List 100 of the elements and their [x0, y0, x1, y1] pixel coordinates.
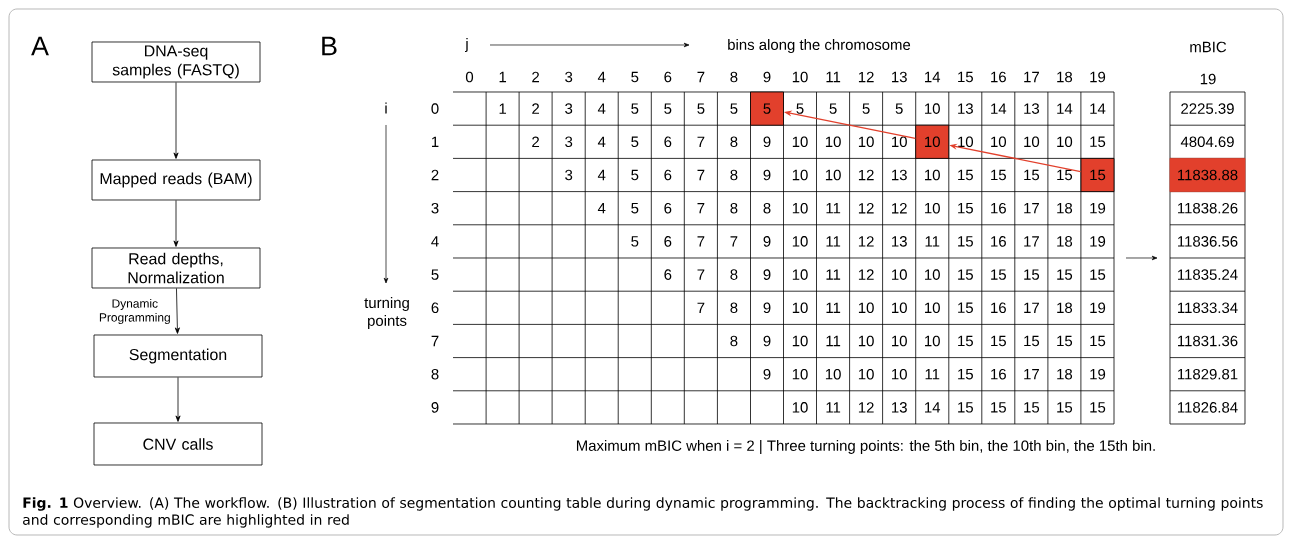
column-number: 6	[664, 71, 672, 83]
table-cell: 5	[664, 103, 672, 114]
table-cell: 2	[532, 136, 539, 147]
table-cell: 13	[892, 402, 907, 413]
table-note: Maximum mBIC when i = 2 | Three turning points: the 5th bin, the 10th bin, the 15th bin.	[576, 440, 1155, 454]
table-cell: 9	[763, 169, 771, 181]
table-cell: 8	[730, 202, 738, 214]
table-cell: 7	[730, 236, 738, 247]
axis-label: turning points	[364, 297, 409, 329]
column-number: 17	[1024, 71, 1039, 83]
table-cell: 10	[1024, 136, 1040, 148]
table-cell: 5	[631, 236, 639, 247]
table-cell: 11833.34	[1178, 302, 1238, 314]
table-cell: 10	[925, 202, 940, 214]
table-cell: 18	[1057, 236, 1073, 247]
table-cell: 11	[925, 369, 940, 380]
table-cell: 15	[958, 302, 973, 313]
axis-label: j	[465, 38, 468, 52]
table-cell: 15	[958, 269, 973, 280]
table-cell: 19	[1090, 236, 1106, 247]
table-cell: 13	[892, 169, 907, 181]
table-cell: 12	[858, 236, 874, 247]
table-cell: 10	[792, 368, 808, 380]
table-cell: 10	[792, 402, 808, 413]
table-cell: 9	[763, 302, 771, 314]
table-cell: 10	[792, 169, 808, 181]
table-cell: 7	[697, 203, 705, 214]
table-cell: 11829.81	[1178, 368, 1238, 380]
table-cell: 10	[825, 368, 841, 380]
column-number: 16	[991, 71, 1006, 83]
column-number: 19	[1090, 71, 1106, 83]
table-cell: 10	[792, 302, 808, 314]
table-cell: 18	[1057, 202, 1073, 214]
table-cell: 11836.56	[1178, 236, 1238, 247]
table-cell: 11	[826, 269, 841, 280]
table-cell: 16	[991, 202, 1006, 214]
axis-label: i	[385, 102, 387, 114]
process-box: Segmentation	[93, 334, 263, 378]
table-cell: 11	[826, 402, 841, 413]
table-cell: 6	[664, 236, 672, 247]
table-cell: 14	[1057, 103, 1073, 114]
table-cell: 18	[1057, 302, 1073, 314]
table-cell: 8	[763, 202, 771, 214]
table-cell: 10	[958, 136, 973, 148]
table-cell: 6	[664, 169, 672, 181]
table-cell: 7	[697, 269, 705, 280]
table-cell: 15	[1057, 169, 1073, 181]
table-cell: 8	[730, 335, 738, 347]
table-cell: 11835.24	[1178, 269, 1238, 280]
column-number: 14	[925, 71, 941, 83]
table-cell: 10	[925, 335, 940, 347]
column-number: 8	[730, 71, 738, 83]
column-number: 0	[465, 71, 474, 83]
table-cell: 7	[697, 302, 705, 313]
table-cell: 17	[1024, 203, 1039, 214]
table-cell: 10	[825, 169, 841, 181]
table-cell: 11	[826, 236, 841, 247]
table-cell: 6	[664, 202, 672, 214]
process-box: CNV calls	[93, 422, 263, 466]
panel-letter: B	[322, 36, 337, 56]
table-cell: 17	[1024, 369, 1039, 380]
arrow	[175, 377, 181, 422]
table-cell: 12	[858, 402, 874, 413]
table-cell: 15	[958, 369, 973, 380]
table-cell: 15	[1090, 335, 1106, 347]
column-number: 1	[499, 71, 507, 83]
table-cell: 3	[565, 169, 573, 181]
table-cell: 13	[1024, 103, 1040, 114]
table-cell: 12	[858, 169, 874, 181]
table-cell: 15	[1024, 169, 1040, 181]
table-cell: 11831.36	[1178, 335, 1238, 347]
table-cell: 10	[792, 136, 808, 148]
table-cell: 10	[991, 136, 1006, 148]
table-cell: 17	[1024, 302, 1039, 313]
table-cell: 15	[958, 236, 973, 247]
row-number: 2	[431, 169, 439, 181]
table-cell: 10	[925, 302, 940, 314]
table-cell: 10	[792, 202, 808, 214]
table-cell: 14	[1090, 103, 1106, 114]
column-number: 13	[892, 71, 907, 83]
highlighted-cell: 11838.88	[1169, 158, 1246, 192]
table-cell: 8	[730, 269, 738, 280]
row-number: 5	[431, 269, 439, 280]
table-cell: 13	[892, 236, 907, 247]
table-cell: 10	[792, 269, 808, 280]
table-cell: 4	[597, 136, 606, 147]
table-cell: 10	[1057, 136, 1073, 148]
row-number: 8	[431, 368, 439, 380]
table-cell: 2225.39	[1181, 103, 1234, 114]
table-cell: 15	[958, 335, 973, 347]
table-cell: 15	[991, 335, 1006, 347]
table-cell: 10	[892, 368, 907, 380]
caption: Fig. 1 Overview. (A) The workflow. (B) Illustration of segmentation counting table during dynamic programming. The backtracking process of finding the optimal turning points and corresponding mBIC are highlighted in red	[23, 497, 1263, 528]
column-number: 12	[858, 71, 874, 83]
table-cell: 14	[925, 402, 941, 413]
arrow	[173, 82, 179, 159]
table-cell: 11	[826, 203, 841, 214]
table-cell: 2	[532, 103, 539, 114]
highlighted-cell: 15	[1080, 158, 1115, 192]
table-cell: 10	[925, 269, 940, 280]
